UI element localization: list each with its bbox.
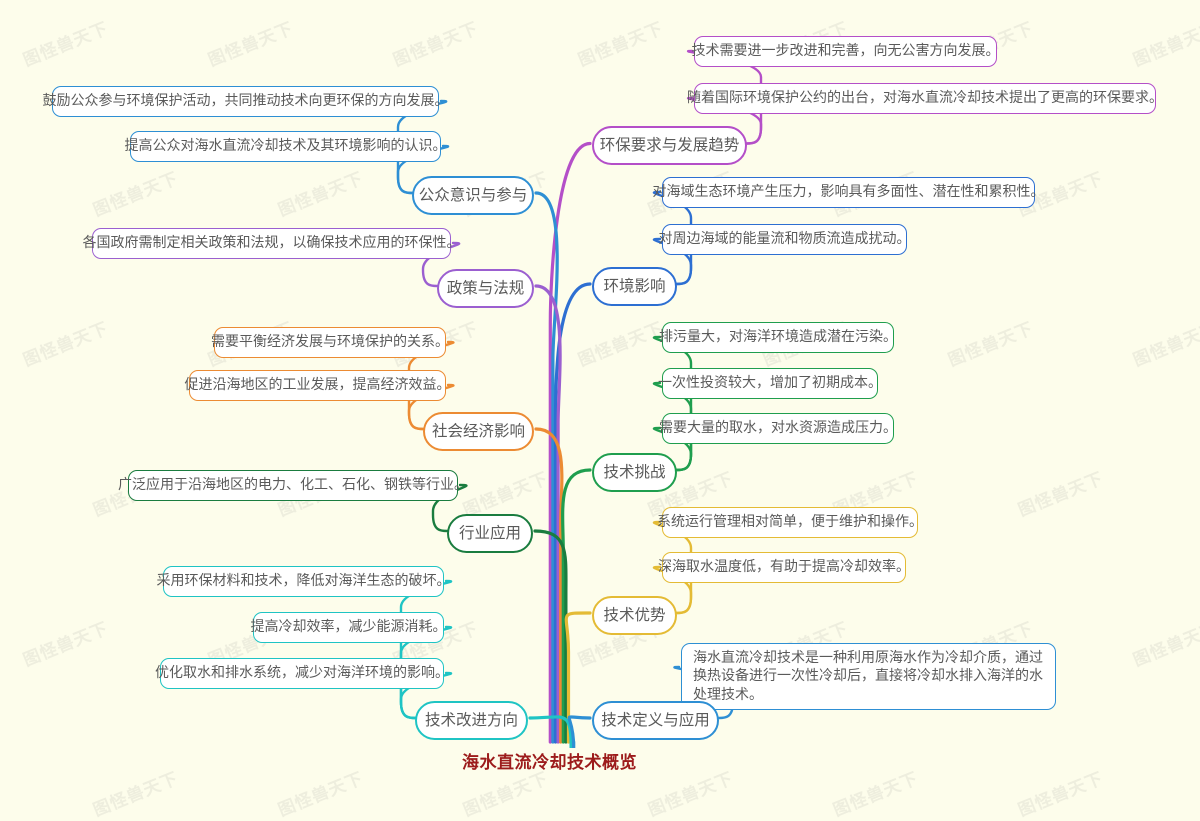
connector-line	[561, 468, 592, 744]
root-node-label: 海水直流冷却技术概览	[462, 753, 637, 773]
branch-node-industry-application[interactable]: 行业应用	[447, 514, 533, 553]
branch-node-definition-application[interactable]: 技术定义与应用	[592, 701, 719, 740]
leaf-node-socioeconomic-impact-0[interactable]: 需要平衡经济发展与环境保护的关系。	[211, 327, 449, 358]
watermark-text: 图怪兽天下	[275, 168, 367, 221]
leaf-node-industry-application-0[interactable]: 广泛应用于沿海地区的电力、化工、石化、钢铁等行业。	[118, 470, 468, 501]
leaf-node-public-awareness-0[interactable]: 鼓励公众参与环境保护活动，共同推动技术向更环保的方向发展。	[43, 86, 449, 117]
leaf-node-technical-advantages-0[interactable]: 系统运行管理相对简单，便于维护和操作。	[657, 507, 923, 538]
watermark-text: 图怪兽天下	[1015, 768, 1107, 821]
connector-line	[534, 191, 559, 744]
watermark-text: 图怪兽天下	[1130, 618, 1200, 671]
leaf-node-improvement-direction-0[interactable]: 采用环保材料和技术，降低对海洋生态的破坏。	[157, 566, 451, 597]
watermark-text: 图怪兽天下	[1015, 468, 1107, 521]
leaf-node-definition-application-0[interactable]: 海水直流冷却技术是一种利用原海水作为冷却介质，通过换热设备进行一次性冷却后，直接…	[681, 643, 1056, 711]
watermark-text: 图怪兽天下	[645, 768, 737, 821]
leaf-node-technical-challenges-1[interactable]: 一次性投资较大，增加了初期成本。	[658, 368, 882, 399]
leaf-node-public-awareness-1[interactable]: 提高公众对海水直流冷却技术及其环境影响的认识。	[125, 131, 447, 162]
leaf-node-technical-challenges-2[interactable]: 需要大量的取水，对水资源造成压力。	[659, 413, 897, 444]
leaf-node-improvement-direction-1[interactable]: 提高冷却效率，减少能源消耗。	[251, 612, 447, 643]
leaf-node-environmental-impact-1[interactable]: 对周边海域的能量流和物质流造成扰动。	[659, 224, 911, 255]
watermark-text: 图怪兽天下	[1130, 318, 1200, 371]
connector-line	[548, 141, 592, 744]
branch-node-technical-advantages[interactable]: 技术优势	[592, 596, 677, 635]
watermark-text: 图怪兽天下	[460, 468, 552, 521]
connector-line	[567, 715, 592, 749]
leaf-node-environmental-requirements-0[interactable]: 技术需要进一步改进和完善，向无公害方向发展。	[692, 36, 1000, 67]
connector-line	[564, 611, 592, 744]
connector-line	[399, 579, 453, 720]
leaf-node-environmental-requirements-1[interactable]: 随着国际环境保护公约的出台，对海水直流冷却技术提出了更高的环保要求。	[687, 83, 1163, 114]
connector-line	[553, 282, 592, 744]
connector-line	[528, 715, 573, 749]
watermark-text: 图怪兽天下	[830, 768, 922, 821]
branch-node-improvement-direction[interactable]: 技术改进方向	[415, 701, 528, 740]
watermark-text: 图怪兽天下	[90, 768, 182, 821]
leaf-node-environmental-impact-0[interactable]: 对海域生态环境产生压力，影响具有多面性、潜在性和累积性。	[653, 177, 1045, 208]
branch-node-public-awareness[interactable]: 公众意识与参与	[412, 176, 534, 215]
connector-line	[652, 335, 693, 472]
leaf-node-policy-regulation-0[interactable]: 各国政府需制定相关政策和法规，以确保技术应用的环保性。	[83, 228, 461, 259]
watermark-text: 图怪兽天下	[90, 168, 182, 221]
watermark-text: 图怪兽天下	[275, 768, 367, 821]
watermark-text: 图怪兽天下	[575, 318, 667, 371]
branch-node-environmental-requirements[interactable]: 环保要求与发展趋势	[592, 126, 747, 165]
branch-node-policy-regulation[interactable]: 政策与法规	[437, 269, 534, 308]
leaf-node-improvement-direction-2[interactable]: 优化取水和排水系统，减少对海洋环境的影响。	[155, 658, 449, 689]
watermark-text: 图怪兽天下	[575, 18, 667, 71]
leaf-node-technical-advantages-1[interactable]: 深海取水温度低，有助于提高冷却效率。	[658, 552, 910, 583]
leaf-node-technical-challenges-0[interactable]: 排污量大，对海洋环境造成潜在污染。	[659, 322, 897, 353]
watermark-text: 图怪兽天下	[20, 318, 112, 371]
watermark-text: 图怪兽天下	[945, 318, 1037, 371]
watermark-text: 图怪兽天下	[20, 618, 112, 671]
leaf-node-socioeconomic-impact-1[interactable]: 促进沿海地区的工业发展，提高经济效益。	[185, 370, 451, 401]
branch-node-socioeconomic-impact[interactable]: 社会经济影响	[423, 412, 534, 451]
branch-node-technical-challenges[interactable]: 技术挑战	[592, 453, 677, 492]
watermark-text: 图怪兽天下	[1130, 18, 1200, 71]
branch-node-environmental-impact[interactable]: 环境影响	[592, 267, 677, 306]
connector-line	[534, 284, 562, 744]
connector-line	[533, 529, 568, 744]
watermark-text: 图怪兽天下	[205, 18, 297, 71]
watermark-text: 图怪兽天下	[390, 18, 482, 71]
connector-line	[534, 427, 564, 744]
watermark-text: 图怪兽天下	[20, 18, 112, 71]
